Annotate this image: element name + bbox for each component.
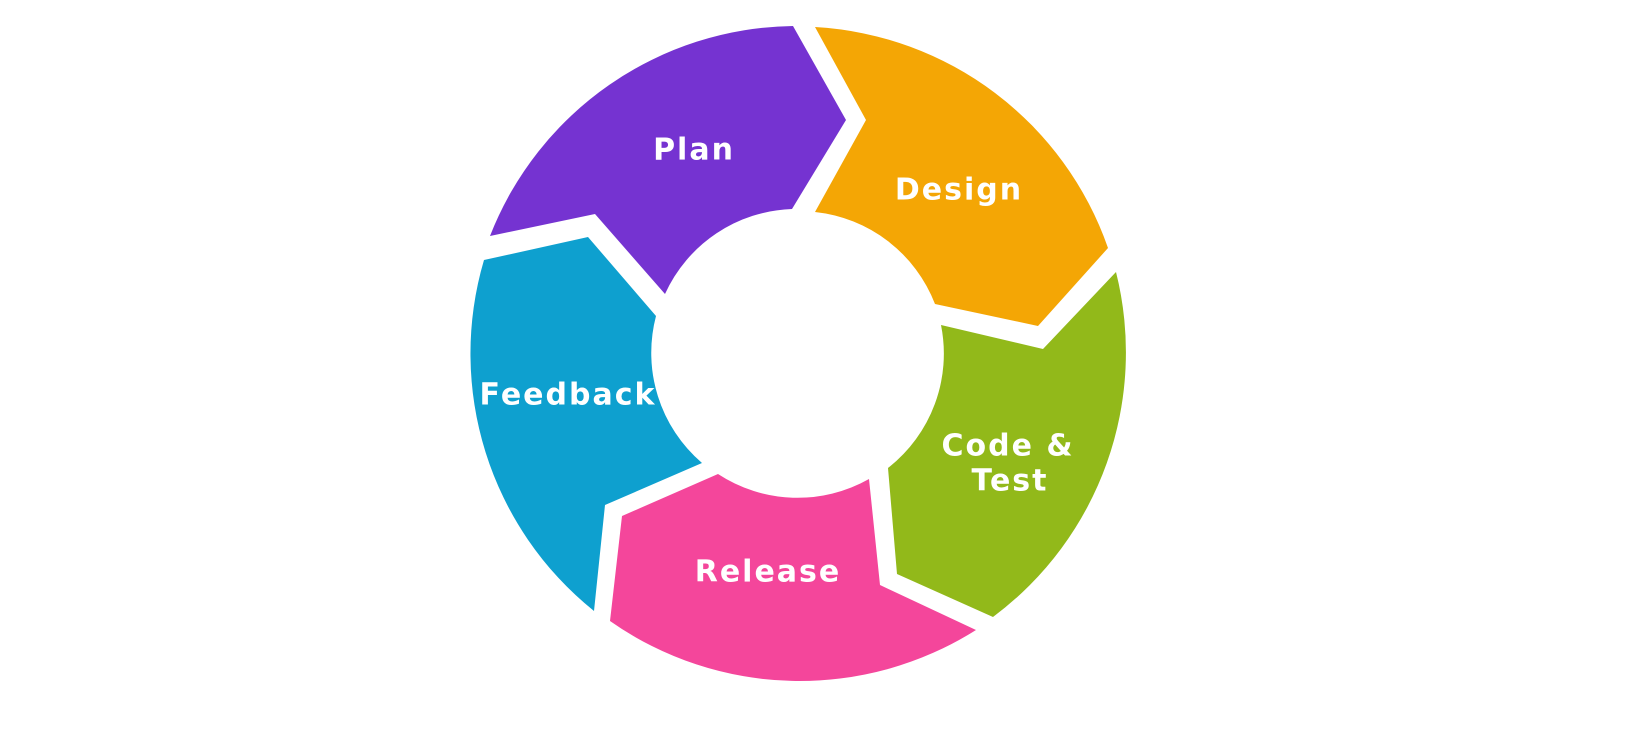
label-design: Design bbox=[895, 173, 1023, 208]
label-release: Release bbox=[695, 555, 842, 590]
label-plan: Plan bbox=[653, 133, 735, 168]
segment-design bbox=[815, 27, 1108, 326]
label-code-test-line2: Test bbox=[971, 464, 1048, 499]
label-feedback: Feedback bbox=[480, 378, 657, 413]
segment-release bbox=[610, 474, 976, 682]
label-code-test-line1: Code & bbox=[941, 429, 1074, 464]
segment-code-test bbox=[888, 272, 1126, 617]
segment-feedback bbox=[470, 237, 702, 611]
segment-plan bbox=[490, 26, 846, 294]
